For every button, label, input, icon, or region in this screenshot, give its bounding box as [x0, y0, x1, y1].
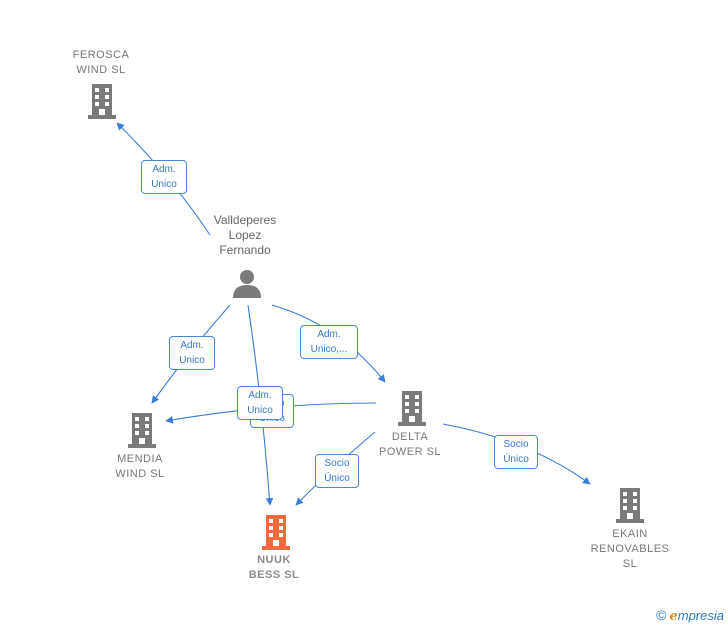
copyright-symbol: © [656, 607, 667, 623]
node-label-ekain-renovables[interactable]: EKAIN RENOVABLES SL [590, 528, 670, 570]
edge-label-person-delta: Adm. Unico,... [300, 325, 358, 359]
node-label-nuuk-bess[interactable]: NUUK BESS SL [248, 554, 300, 581]
building-icon [88, 84, 116, 119]
brand-name: mpresia [677, 608, 724, 623]
brand-logo-letter: e [669, 609, 678, 624]
node-label-valldeperes-lopez-fernando[interactable]: Valldeperes Lopez Fernando [213, 213, 277, 257]
building-icon [616, 488, 644, 523]
node-label-delta-power[interactable]: DELTA POWER SL [378, 431, 442, 458]
edge-label-delta-nuuk: Socio Único [315, 454, 359, 488]
node-label-ferosca-wind[interactable]: FEROSCA WIND SL [72, 49, 130, 76]
building-icon [128, 413, 156, 448]
edge-label-person-mendia: Adm. Unico [169, 336, 215, 370]
edge-label-person-nuuk: Adm. Unico [237, 386, 283, 420]
edge-label-person-ferosca: Adm. Unico [141, 160, 187, 194]
edge-label-delta-ekain: Socio Único [494, 435, 538, 469]
node-label-mendia-wind[interactable]: MENDIA WIND SL [115, 453, 165, 480]
person-icon [233, 270, 261, 298]
building-icon [398, 391, 426, 426]
building-icon [262, 515, 290, 550]
empresia-watermark[interactable]: ©empresia [656, 607, 724, 624]
